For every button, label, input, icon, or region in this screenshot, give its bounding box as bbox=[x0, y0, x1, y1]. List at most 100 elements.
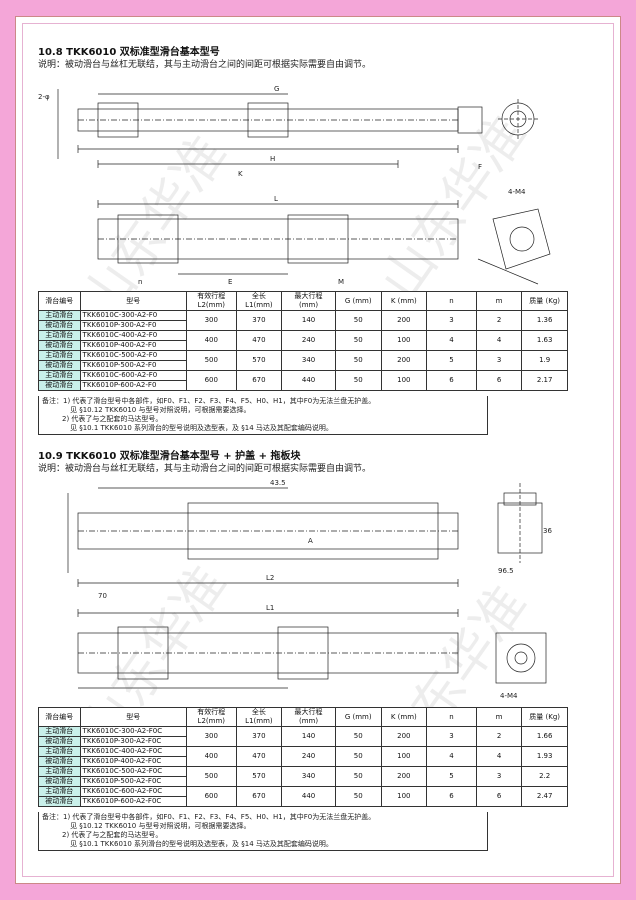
cell-stroke: 440 bbox=[281, 370, 336, 391]
dim-label: L1 bbox=[266, 604, 274, 612]
cell-l2: 600 bbox=[185, 370, 237, 391]
cell-k: 200 bbox=[380, 310, 428, 331]
technical-drawing-10-9: 43.5 70 A L1 L2 96.5 36 4-M4 bbox=[67, 479, 552, 700]
col-header: 最大行程 (mm) bbox=[281, 291, 336, 311]
dim-label: A bbox=[308, 537, 313, 545]
slide-label: 主动滑台 bbox=[38, 370, 81, 381]
remark-line: 见 §10.12 TKK6010 与型号对照说明，可根据需要选择。 bbox=[70, 406, 251, 414]
cell-m: 2 bbox=[475, 726, 523, 747]
cell-n: 6 bbox=[426, 370, 477, 391]
cell-k: 100 bbox=[380, 330, 428, 351]
cell-l1: 370 bbox=[235, 310, 283, 331]
dim-label: 70 bbox=[98, 592, 107, 600]
cell-g: 50 bbox=[334, 786, 382, 807]
model-code: TKK6010C-500-A2-F0C bbox=[79, 766, 187, 777]
slide-label: 被动滑台 bbox=[38, 796, 81, 807]
table-header-row: 滑台编号 型号 有效行程 L2(mm) 全长 L1(mm) 最大行程 (mm) … bbox=[38, 707, 568, 727]
cell-m: 3 bbox=[475, 350, 523, 371]
model-code: TKK6010C-400-A2-F0 bbox=[79, 330, 187, 341]
dim-label: L2 bbox=[266, 574, 274, 582]
slide-label: 主动滑台 bbox=[38, 746, 81, 757]
cell-n: 3 bbox=[426, 310, 477, 331]
slide-label: 被动滑台 bbox=[38, 756, 81, 767]
slide-label: 主动滑台 bbox=[38, 330, 81, 341]
col-header: G (mm) bbox=[334, 291, 382, 311]
cell-l2: 300 bbox=[185, 310, 237, 331]
cell-n: 4 bbox=[426, 746, 477, 767]
model-code: TKK6010P-300-A2-F0 bbox=[79, 320, 187, 331]
dim-label: 2-φ bbox=[38, 93, 50, 101]
col-header: n bbox=[426, 291, 477, 311]
cell-k: 200 bbox=[380, 726, 428, 747]
remark-line: 见 §10.1 TKK6010 系列滑台的型号说明及选型表，及 §14 马达及其… bbox=[70, 840, 333, 848]
dim-label: 96.5 bbox=[498, 567, 514, 575]
col-header: 全长 L1(mm) bbox=[235, 707, 283, 727]
cell-m: 6 bbox=[475, 370, 523, 391]
col-header: m bbox=[475, 707, 523, 727]
cell-n: 4 bbox=[426, 330, 477, 351]
col-header: 滑台编号 bbox=[38, 291, 81, 311]
cell-l1: 570 bbox=[235, 350, 283, 371]
cell-m: 4 bbox=[475, 330, 523, 351]
cell-mass: 1.66 bbox=[521, 726, 568, 747]
cell-k: 200 bbox=[380, 350, 428, 371]
col-header: 型号 bbox=[79, 291, 187, 311]
cell-stroke: 240 bbox=[281, 330, 336, 351]
col-header: G (mm) bbox=[334, 707, 382, 727]
motor-end-view bbox=[495, 632, 547, 684]
cell-mass: 1.93 bbox=[521, 746, 568, 767]
cell-l2: 300 bbox=[185, 726, 237, 747]
slide-label: 被动滑台 bbox=[38, 320, 81, 331]
cell-g: 50 bbox=[334, 350, 382, 371]
cell-l1: 370 bbox=[235, 726, 283, 747]
slide-label: 主动滑台 bbox=[38, 766, 81, 777]
cell-k: 100 bbox=[380, 370, 428, 391]
remark-line: 2) 代表了与之配套的马达型号。 bbox=[62, 415, 163, 423]
cell-n: 5 bbox=[426, 350, 477, 371]
cell-stroke: 140 bbox=[281, 726, 336, 747]
table-row: 主动滑台 TKK6010C-400-A2-F0C 400 470 240 50 … bbox=[38, 746, 568, 767]
dim-label: M bbox=[338, 278, 344, 286]
col-header: 质量 (Kg) bbox=[521, 291, 568, 311]
table-row: 主动滑台 TKK6010C-600-A2-F0C 600 670 440 50 … bbox=[38, 786, 568, 807]
model-code: TKK6010P-600-A2-F0 bbox=[79, 380, 187, 391]
cell-l1: 670 bbox=[235, 370, 283, 391]
col-header: 有效行程 L2(mm) bbox=[185, 707, 237, 727]
cell-g: 50 bbox=[334, 330, 382, 351]
col-header: 质量 (Kg) bbox=[521, 707, 568, 727]
model-code: TKK6010P-500-A2-F0 bbox=[79, 360, 187, 371]
remarks-10-8: 备注：1) 代表了滑台型号中各部件，如F0、F1、F2、F3、F4、F5、H0、… bbox=[38, 396, 488, 435]
table-row: 被动滑台 TKK6010P-600-A2-F0 bbox=[38, 380, 568, 391]
remark-line: 见 §10.1 TKK6010 系列滑台的型号说明及选型表，及 §14 马达及其… bbox=[70, 424, 333, 432]
slide-label: 主动滑台 bbox=[38, 310, 81, 321]
slide-label: 主动滑台 bbox=[38, 786, 81, 797]
cell-stroke: 340 bbox=[281, 766, 336, 787]
cell-l1: 670 bbox=[235, 786, 283, 807]
cell-g: 50 bbox=[334, 766, 382, 787]
slide-label: 主动滑台 bbox=[38, 350, 81, 361]
cell-m: 6 bbox=[475, 786, 523, 807]
model-code: TKK6010C-300-A2-F0C bbox=[79, 726, 187, 737]
table-row: 主动滑台 TKK6010C-500-A2-F0 500 570 340 50 2… bbox=[38, 350, 568, 371]
spec-table-10-8: 滑台编号 型号 有效行程 L2(mm) 全长 L1(mm) 最大行程 (mm) … bbox=[38, 291, 568, 391]
cell-k: 100 bbox=[380, 786, 428, 807]
cell-k: 200 bbox=[380, 766, 428, 787]
model-code: TKK6010P-400-A2-F0 bbox=[79, 340, 187, 351]
dim-label: 43.5 bbox=[270, 479, 286, 487]
cell-g: 50 bbox=[334, 746, 382, 767]
col-header: 有效行程 L2(mm) bbox=[185, 291, 237, 311]
table-row: 主动滑台 TKK6010C-400-A2-F0 400 470 240 50 1… bbox=[38, 330, 568, 351]
cell-l2: 600 bbox=[185, 786, 237, 807]
cell-g: 50 bbox=[334, 370, 382, 391]
document-page: 山东华准 山东华准 山东华准 山东华准 10.8 TKK6010 双标准型滑台基… bbox=[15, 16, 621, 884]
dim-label: F bbox=[478, 163, 482, 171]
col-header: 滑台编号 bbox=[38, 707, 81, 727]
cell-mass: 2.17 bbox=[521, 370, 568, 391]
cell-l2: 400 bbox=[185, 746, 237, 767]
remarks-10-9: 备注：1) 代表了滑台型号中各部件，如F0、F1、F2、F3、F4、F5、H0、… bbox=[38, 812, 488, 851]
cell-l2: 400 bbox=[185, 330, 237, 351]
cell-m: 4 bbox=[475, 746, 523, 767]
dim-label: 4-M4 bbox=[508, 188, 526, 196]
section-note-10-9: 说明：被动滑台与丝杠无联结，其与主动滑台之间的间距可根据实际需要自由调节。 bbox=[38, 464, 372, 474]
table-row: 主动滑台 TKK6010C-600-A2-F0 600 670 440 50 1… bbox=[38, 370, 568, 391]
